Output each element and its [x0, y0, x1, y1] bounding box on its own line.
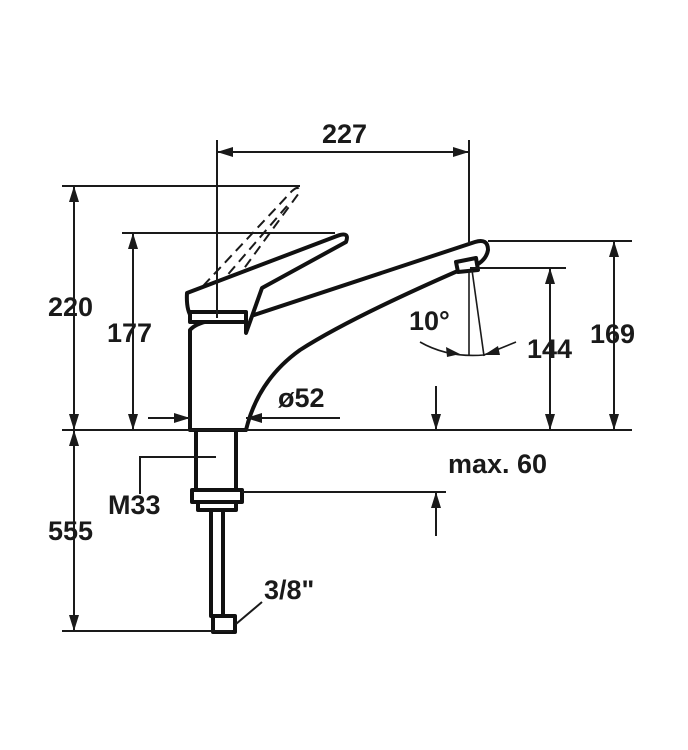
- reference-lines: [62, 140, 632, 632]
- label-227: 227: [322, 119, 367, 149]
- dimension-lines: [69, 147, 619, 631]
- supply-hose: [209, 508, 225, 618]
- label-555: 555: [48, 516, 93, 546]
- lever-handle: [184, 232, 349, 335]
- label-220: 220: [48, 292, 93, 322]
- spout-aerator: [454, 256, 480, 274]
- label-169: 169: [590, 319, 635, 349]
- label-144: 144: [527, 334, 572, 364]
- label-max-60: max. 60: [448, 449, 547, 479]
- label-m33: M33: [108, 490, 161, 520]
- label-3-8: 3/8": [264, 575, 314, 605]
- lever-raised-ghost-inner: [217, 205, 288, 287]
- label-177: 177: [107, 318, 152, 348]
- hose-fitting: [211, 614, 237, 634]
- label-diameter-52: ø52: [278, 383, 325, 413]
- shank: [194, 428, 238, 492]
- dimension-labels: 227 220 177 169 144 10° ø52 max. 60 M33 …: [48, 119, 635, 605]
- lever-raised-ghost: [202, 187, 301, 287]
- faucet-outline: [184, 187, 490, 634]
- label-angle-10: 10°: [409, 306, 450, 336]
